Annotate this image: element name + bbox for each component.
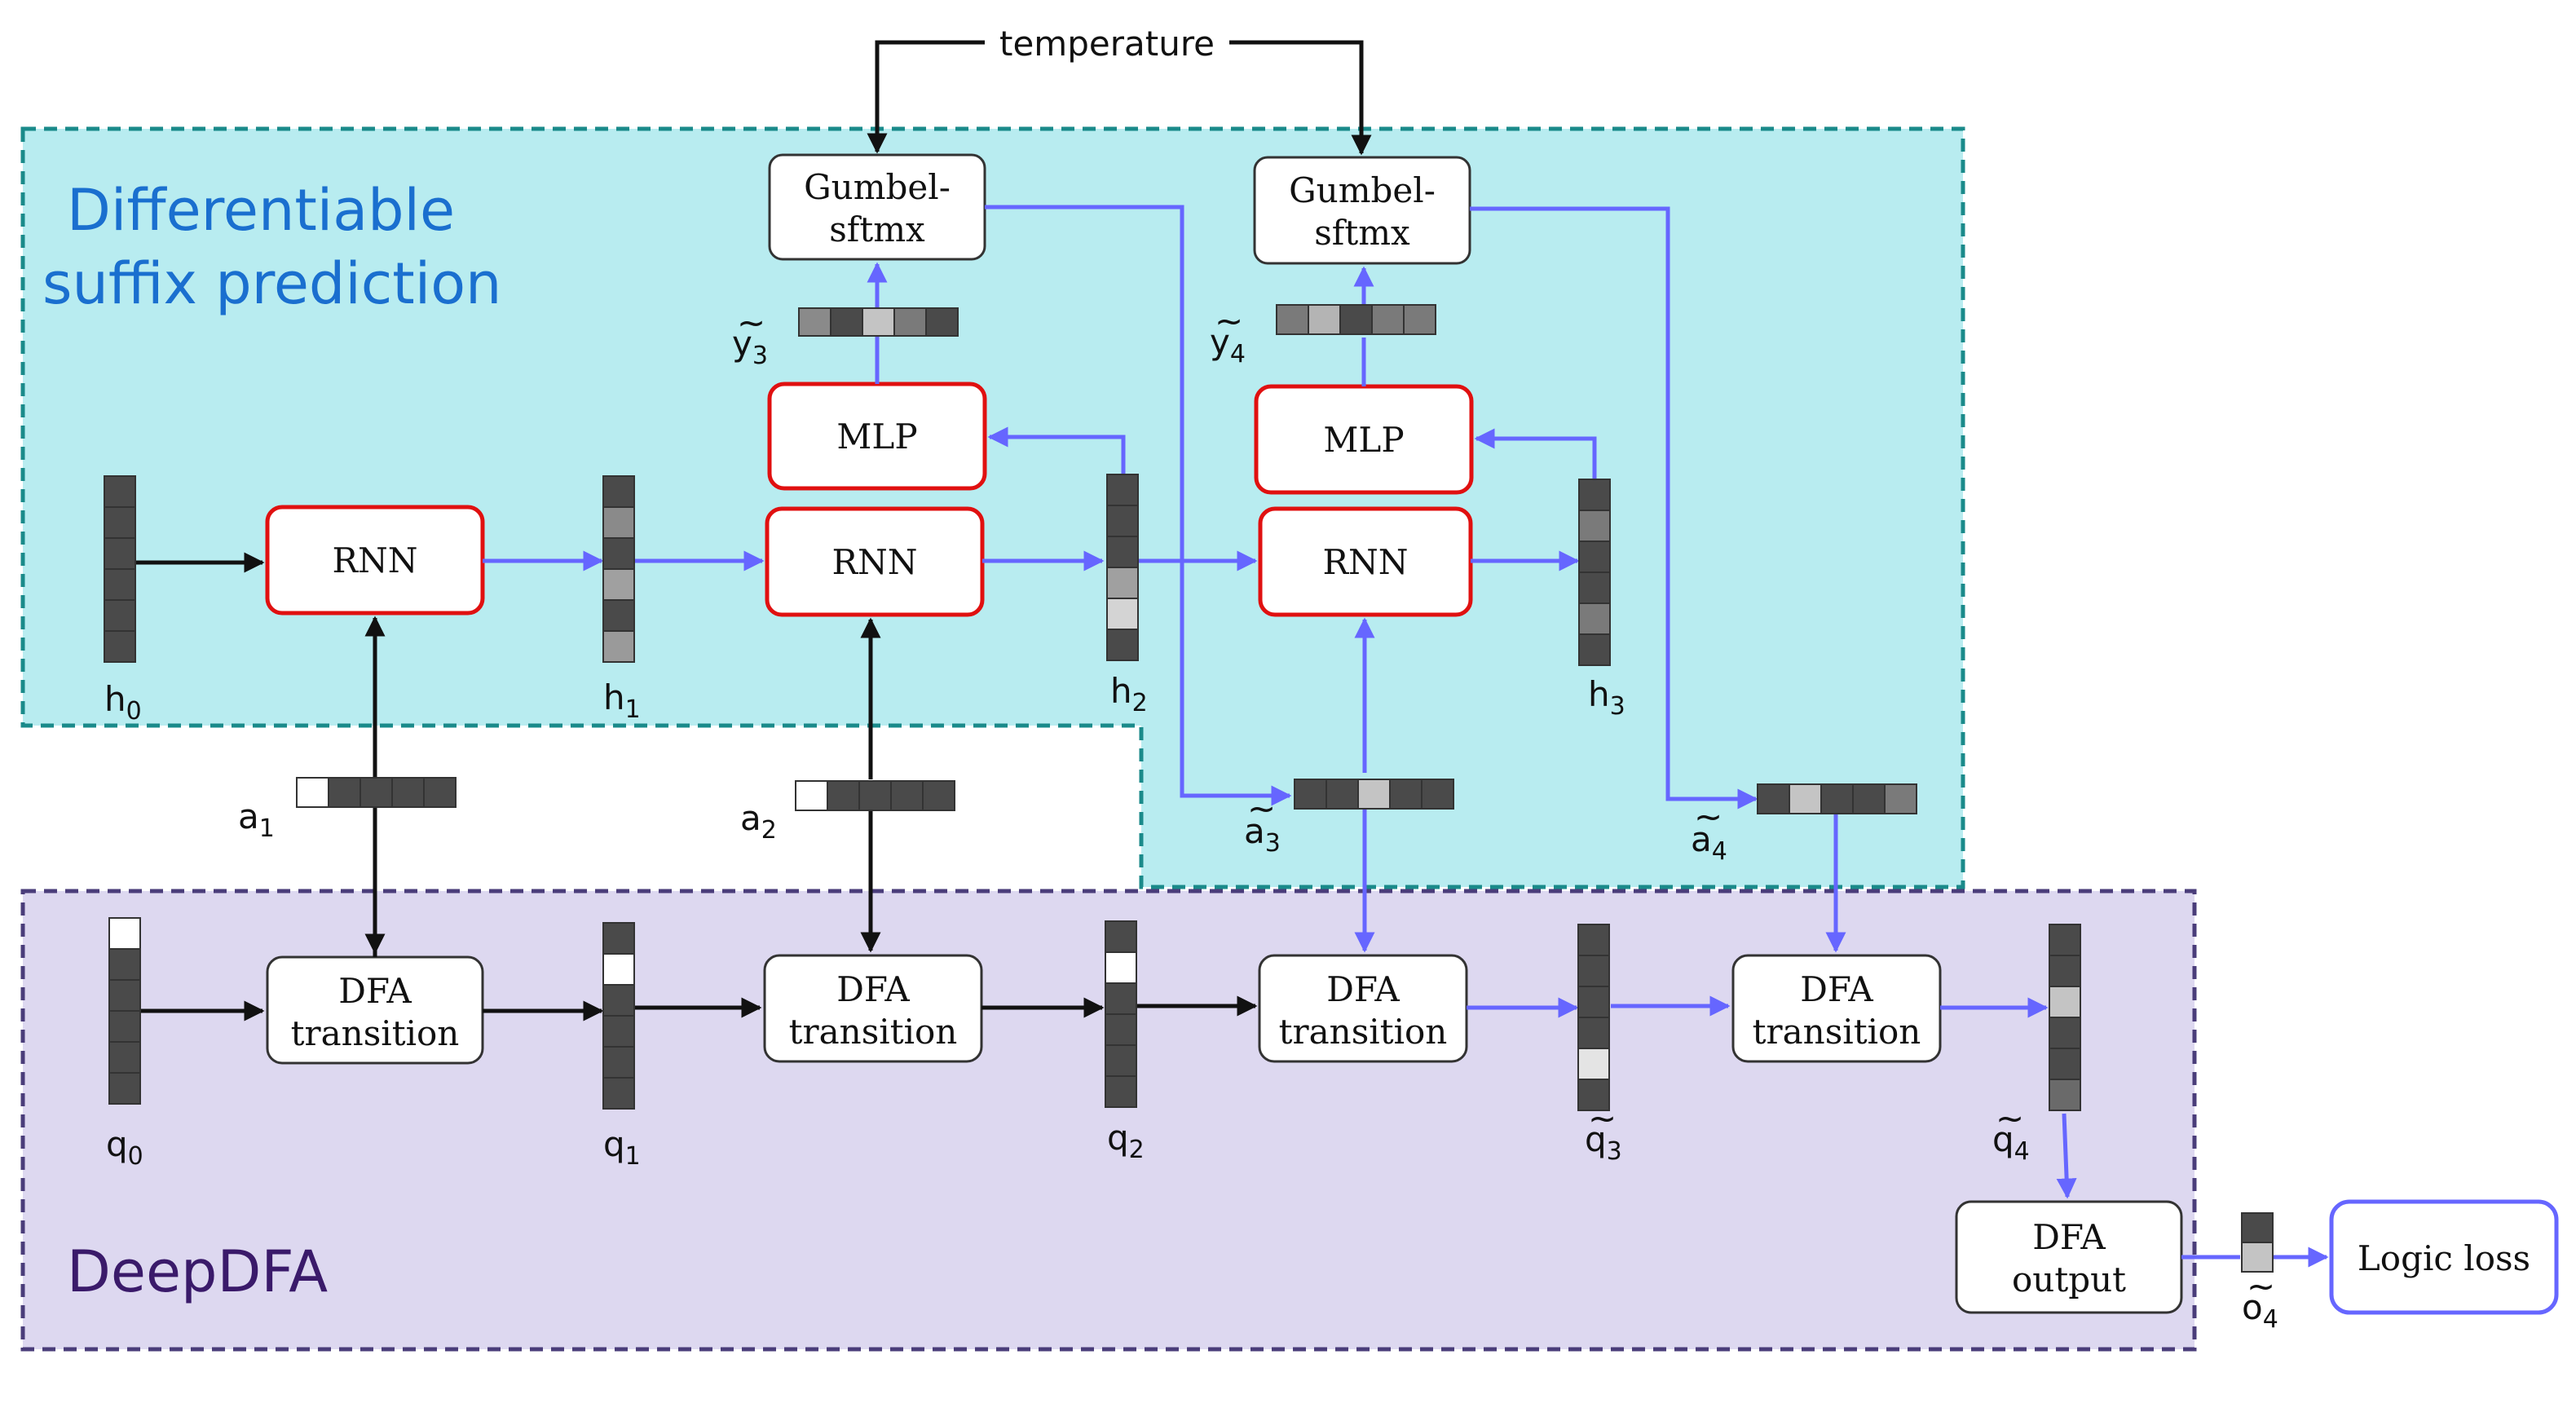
blue-arrows	[483, 205, 2329, 1268]
svg-text:Logic loss: Logic loss	[2358, 1238, 2530, 1278]
svg-text:DFA: DFA	[1326, 969, 1400, 1009]
mlp-box-2: MLP	[1254, 384, 1474, 495]
gumbel-softmax-box-2: Gumbel- sftmx	[1253, 156, 1471, 265]
svg-text:output: output	[2012, 1260, 2126, 1299]
label-a4-tilde: ~	[1694, 796, 1722, 836]
label-q2: q2	[1107, 1118, 1145, 1164]
svg-text:DFA: DFA	[1800, 969, 1873, 1009]
label-h2: h2	[1110, 671, 1148, 717]
svg-text:RNN: RNN	[332, 541, 417, 580]
label-h1: h1	[603, 677, 641, 724]
svg-text:sftmx: sftmx	[1314, 213, 1410, 253]
temperature-arrow-right	[1229, 40, 1372, 156]
dfa-output-box: DFA output	[1955, 1200, 2183, 1314]
label-a3-tilde: ~	[1247, 788, 1276, 828]
svg-text:DFA: DFA	[2032, 1217, 2106, 1257]
svg-text:transition: transition	[291, 1013, 460, 1053]
svg-text:sftmx: sftmx	[829, 210, 925, 249]
svg-text:transition: transition	[1279, 1012, 1448, 1052]
temperature-arrow-left	[867, 40, 985, 154]
svg-text:RNN: RNN	[831, 542, 917, 582]
label-a4: a4	[1691, 819, 1727, 866]
rnn-box-3: RNN	[1258, 506, 1473, 617]
label-q1: q1	[603, 1124, 641, 1171]
deepdfa-title: DeepDFA	[67, 1238, 328, 1305]
svg-text:transition: transition	[1753, 1012, 1921, 1052]
dfa-transition-box-4: DFA transition	[1731, 954, 1942, 1063]
label-y4: y4	[1210, 322, 1246, 368]
svg-text:MLP: MLP	[836, 417, 917, 457]
label-q3-tilde: ~	[1588, 1098, 1617, 1138]
label-a1: a1	[238, 796, 275, 843]
label-h0: h0	[104, 679, 142, 726]
suffix-title-line1: Differentiable	[67, 177, 455, 244]
svg-text:DFA: DFA	[338, 971, 412, 1011]
label-q4: q4	[1992, 1119, 2030, 1166]
mlp-box-1: MLP	[767, 382, 987, 491]
rnn-box-1: RNN	[265, 505, 485, 616]
temperature-label: temperature	[999, 24, 1215, 64]
svg-text:Gumbel-: Gumbel-	[1289, 170, 1436, 210]
suffix-prediction-region	[20, 126, 1965, 889]
label-y3: y3	[732, 324, 768, 370]
dfa-transition-box-1: DFA transition	[266, 955, 484, 1065]
svg-text:transition: transition	[789, 1012, 958, 1052]
dfa-transition-box-2: DFA transition	[763, 954, 983, 1063]
suffix-title-line2: suffix prediction	[42, 250, 501, 317]
label-o4: o4	[2242, 1287, 2278, 1334]
label-h3: h3	[1588, 674, 1625, 721]
rnn-box-2: RNN	[765, 506, 985, 617]
label-y4-tilde: ~	[1215, 301, 1243, 341]
svg-text:Gumbel-: Gumbel-	[804, 167, 951, 207]
label-o4-tilde: ~	[2247, 1266, 2275, 1306]
vector-labels: h0 h1 h2 h3 a1 a2 ~ a3 ~ a4 ~ y3 ~ y4 q0…	[104, 301, 2278, 1334]
label-a3: a3	[1244, 811, 1281, 858]
label-q3: q3	[1585, 1119, 1622, 1166]
label-q4-tilde: ~	[1996, 1098, 2024, 1138]
label-a2: a2	[740, 798, 777, 845]
dfa-transition-box-3: DFA transition	[1258, 954, 1468, 1063]
logic-loss-box: Logic loss	[2329, 1199, 2559, 1315]
svg-text:MLP: MLP	[1323, 420, 1404, 460]
label-q0: q0	[106, 1124, 143, 1171]
svg-text:RNN: RNN	[1322, 542, 1408, 582]
label-y3-tilde: ~	[737, 302, 765, 342]
svg-text:DFA: DFA	[836, 969, 910, 1009]
vector-cells	[104, 304, 2274, 1273]
gumbel-softmax-box-1: Gumbel- sftmx	[768, 153, 986, 261]
